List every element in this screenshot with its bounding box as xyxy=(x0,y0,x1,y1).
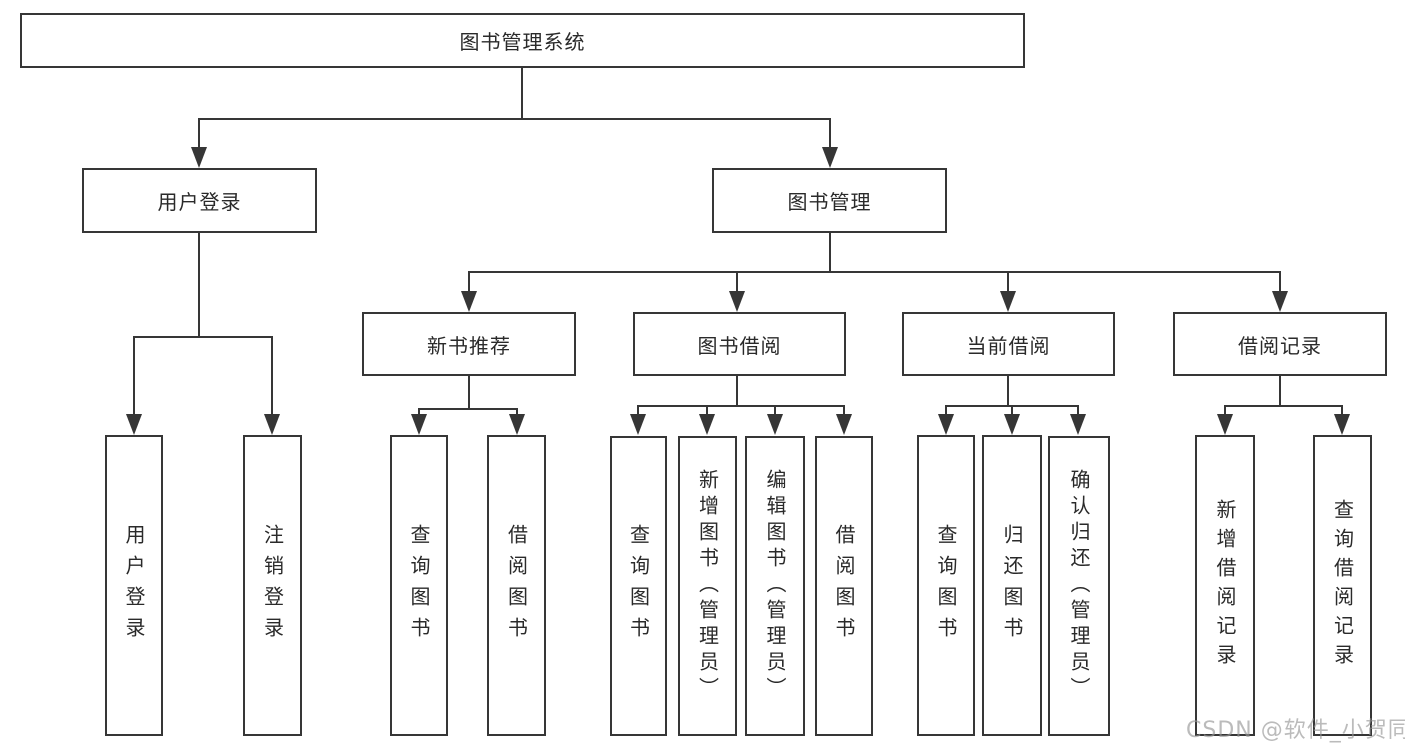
connector-line xyxy=(133,336,135,415)
connector-line xyxy=(418,408,420,415)
leaf-label: 新增借阅记录 xyxy=(1213,498,1237,673)
leaf-query-borrow-record: 查询借阅记录 xyxy=(1313,435,1372,736)
leaf-query-books-current: 查询图书 xyxy=(917,435,975,736)
connector-line xyxy=(945,405,947,415)
arrow-down-icon xyxy=(767,414,783,435)
node-user-login: 用户登录 xyxy=(82,168,317,233)
connector-line xyxy=(468,271,1281,273)
leaf-label: 用户登录 xyxy=(122,523,146,648)
leaf-add-books-admin: 新增图书（管理员） xyxy=(678,436,737,736)
csdn-watermark: CSDN @软件_小贺同学 xyxy=(1186,718,1405,743)
node-label: 图书管理 xyxy=(787,190,872,214)
connector-line xyxy=(133,336,273,338)
connector-line xyxy=(829,118,831,150)
connector-line xyxy=(418,408,518,410)
connector-line xyxy=(843,405,845,415)
leaf-user-login: 用户登录 xyxy=(105,435,163,736)
node-label: 用户登录 xyxy=(157,190,242,214)
connector-line xyxy=(1007,376,1009,405)
leaf-query-books-recommend: 查询图书 xyxy=(390,435,448,736)
connector-line xyxy=(1011,405,1013,415)
arrow-down-icon xyxy=(191,147,207,168)
leaf-label: 确认归还（管理员） xyxy=(1067,469,1091,703)
node-label: 借阅记录 xyxy=(1238,333,1322,358)
leaf-label: 注销登录 xyxy=(260,523,285,648)
leaf-label: 查询借阅记录 xyxy=(1330,498,1355,673)
connector-line xyxy=(198,118,831,120)
leaf-label: 编辑图书（管理员） xyxy=(763,469,787,703)
connector-line xyxy=(736,376,738,405)
connector-line xyxy=(774,405,776,415)
connector-line xyxy=(829,233,831,272)
leaf-label: 借阅图书 xyxy=(832,524,856,648)
connector-line xyxy=(637,405,639,415)
arrow-down-icon xyxy=(836,414,852,435)
leaf-label: 查询图书 xyxy=(934,523,958,648)
node-label: 新书推荐 xyxy=(427,333,511,358)
leaf-label: 新增图书（管理员） xyxy=(695,469,720,703)
connector-line xyxy=(1341,405,1343,415)
leaf-label: 借阅图书 xyxy=(504,523,529,648)
connector-line xyxy=(1077,405,1079,415)
connector-line xyxy=(1224,405,1343,407)
leaf-borrow-books-borrowing: 借阅图书 xyxy=(815,436,873,736)
leaf-confirm-return-admin: 确认归还（管理员） xyxy=(1048,436,1110,736)
node-library-management-system: 图书管理系统 xyxy=(20,13,1025,68)
arrow-down-icon xyxy=(509,414,525,435)
leaf-label: 查询图书 xyxy=(626,524,651,648)
node-label: 当前借阅 xyxy=(966,333,1051,358)
connector-line xyxy=(1279,376,1281,405)
leaf-edit-books-admin: 编辑图书（管理员） xyxy=(745,436,805,736)
node-label: 图书借阅 xyxy=(697,333,782,358)
node-label: 图书管理系统 xyxy=(459,30,586,54)
arrow-down-icon xyxy=(1334,414,1350,435)
arrow-down-icon xyxy=(1272,291,1288,312)
arrow-down-icon xyxy=(1000,291,1016,312)
connector-line xyxy=(521,68,523,119)
connector-line xyxy=(198,118,200,150)
node-current-borrowing: 当前借阅 xyxy=(902,312,1115,376)
arrow-down-icon xyxy=(822,147,838,168)
leaf-label: 查询图书 xyxy=(407,523,431,648)
arrow-down-icon xyxy=(1070,414,1086,435)
connector-line xyxy=(271,336,273,415)
connector-line xyxy=(198,233,200,336)
connector-line xyxy=(706,405,708,415)
arrow-down-icon xyxy=(264,414,280,435)
connector-line xyxy=(516,408,518,415)
leaf-return-books: 归还图书 xyxy=(982,435,1042,736)
leaf-logout: 注销登录 xyxy=(243,435,302,736)
node-book-management: 图书管理 xyxy=(712,168,947,233)
arrow-down-icon xyxy=(1004,414,1020,435)
connector-line xyxy=(1007,271,1009,293)
connector-line xyxy=(736,271,738,293)
leaf-add-borrow-record: 新增借阅记录 xyxy=(1195,435,1255,736)
leaf-borrow-books-recommend: 借阅图书 xyxy=(487,435,546,736)
node-book-borrowing: 图书借阅 xyxy=(633,312,846,376)
arrow-down-icon xyxy=(630,414,646,435)
leaf-query-books-borrowing: 查询图书 xyxy=(610,436,667,736)
arrow-down-icon xyxy=(729,291,745,312)
node-borrowing-records: 借阅记录 xyxy=(1173,312,1387,376)
arrow-down-icon xyxy=(1217,414,1233,435)
connector-line xyxy=(1224,405,1226,415)
arrow-down-icon xyxy=(938,414,954,435)
connector-line xyxy=(468,271,470,293)
leaf-label: 归还图书 xyxy=(1000,523,1024,648)
arrow-down-icon xyxy=(461,291,477,312)
arrow-down-icon xyxy=(411,414,427,435)
node-new-book-recommendation: 新书推荐 xyxy=(362,312,576,376)
connector-line xyxy=(1279,271,1281,293)
connector-line xyxy=(637,405,845,407)
connector-line xyxy=(468,376,470,408)
arrow-down-icon xyxy=(126,414,142,435)
arrow-down-icon xyxy=(699,414,715,435)
